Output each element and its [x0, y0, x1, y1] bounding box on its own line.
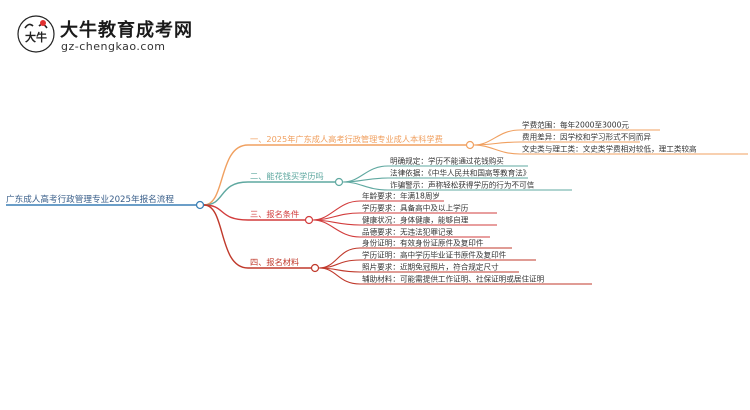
leaf-label: 明确规定：学历不能通过花钱购买	[390, 156, 504, 166]
site-logo[interactable]: 大牛 大牛教育成考网 gz-chengkao.com	[16, 14, 226, 62]
branch-link	[203, 204, 249, 269]
leaf-link	[318, 267, 361, 285]
branch-label: 二、能花钱买学历吗	[250, 171, 324, 181]
bull-logo-icon: 大牛	[17, 15, 55, 53]
root-node-label: 广东成人高考行政管理专业2025年报名流程	[6, 193, 174, 205]
leaf-label: 照片要求：近期免冠照片，符合规定尺寸	[362, 262, 499, 272]
leaf-label: 学费范围：每年2000至3000元	[522, 120, 629, 130]
leaf-label: 身份证明：有效身份证原件及复印件	[362, 238, 484, 248]
branch-label: 一、2025年广东成人高考行政管理专业成人本科学费	[250, 134, 443, 144]
branch-label: 三、报名条件	[250, 209, 299, 219]
logo-title: 大牛教育成考网	[60, 20, 193, 41]
branch-node-dot	[334, 177, 344, 187]
root-node-dot	[195, 200, 205, 210]
leaf-label: 辅助材料：可能需提供工作证明、社保证明或居住证明	[362, 274, 545, 284]
leaf-link	[312, 219, 361, 238]
leaf-link	[342, 177, 389, 183]
mindmap-nodes: 广东成人高考行政管理专业2025年报名流程 一、2025年广东成人高考行政管理专业…	[6, 120, 697, 284]
logo-url: gz-chengkao.com	[61, 40, 166, 53]
leaf-label: 学历要求：具备高中及以上学历	[362, 203, 469, 213]
leaf-label: 年龄要求：年满18周岁	[362, 191, 440, 201]
branch-link	[203, 204, 249, 221]
leaf-link	[318, 247, 361, 269]
leaf-label: 文史类与理工类：文史类学费相对较低，理工类较高	[522, 144, 697, 154]
branch-node-dot	[465, 140, 475, 150]
branch-label: 四、报名材料	[250, 257, 299, 267]
leaf-label: 学历证明：高中学历毕业证书原件及复印件	[362, 250, 507, 260]
leaf-label: 法律依据：《中华人民共和国高等教育法》	[390, 168, 530, 178]
logo-badge-text: 大牛	[25, 30, 47, 44]
branch-link	[203, 144, 249, 206]
leaf-label: 费用差异：因学校和学习形式不同而异	[522, 132, 651, 142]
leaf-label: 健康状况：身体健康，能够自理	[362, 215, 469, 225]
mindmap-links	[6, 129, 748, 285]
leaf-link	[473, 144, 521, 155]
leaf-link	[473, 129, 521, 146]
branch-link	[203, 181, 249, 206]
branch-node-dot	[310, 263, 320, 273]
leaf-label: 诈骗警示：声称轻松获得学历的行为不可信	[390, 180, 535, 190]
leaf-link	[312, 200, 361, 221]
leaf-link	[342, 181, 389, 191]
leaf-label: 品德要求：无违法犯罪记录	[362, 227, 454, 237]
leaf-link	[473, 141, 521, 146]
branch-node-dot	[304, 215, 314, 225]
